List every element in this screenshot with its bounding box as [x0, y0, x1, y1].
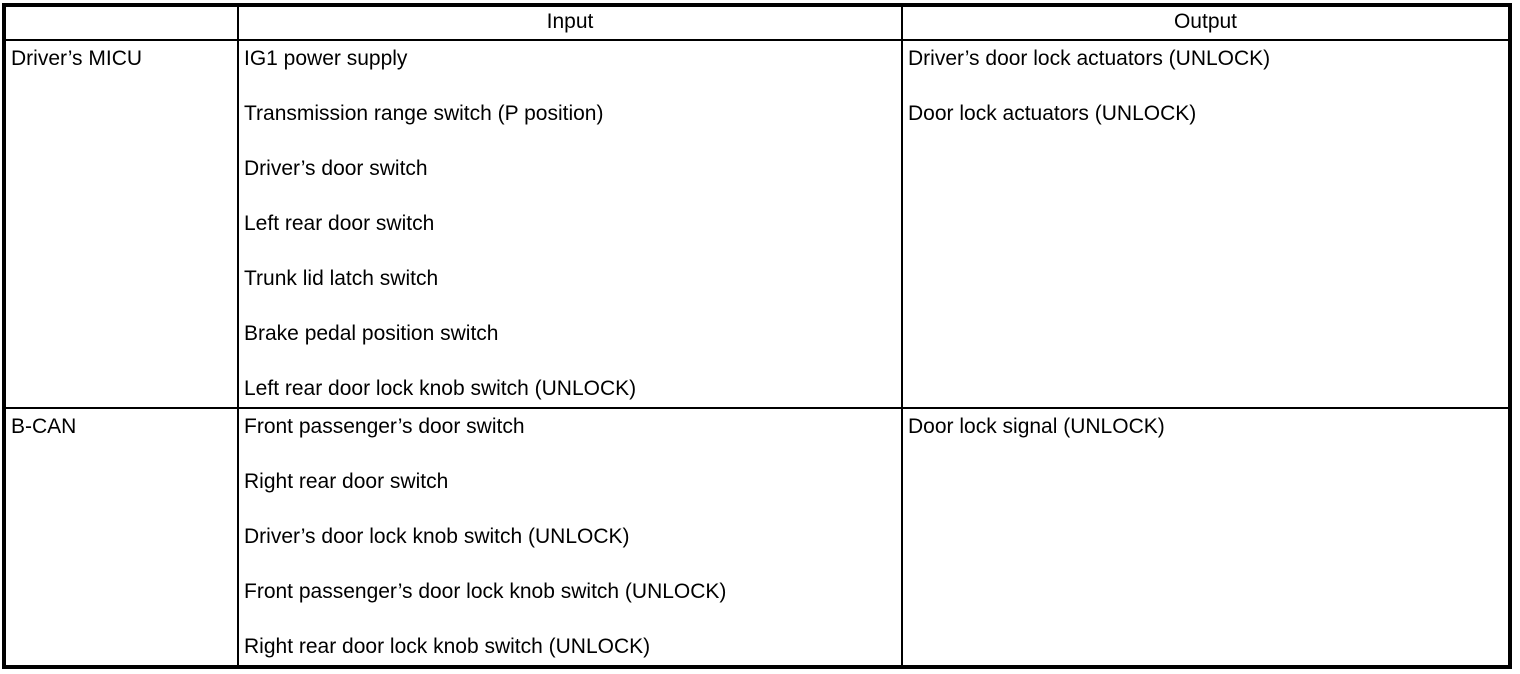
- input-item: Driver’s door switch: [244, 157, 428, 180]
- input-item: Right rear door switch: [244, 470, 449, 493]
- input-item: Brake pedal position switch: [244, 322, 499, 345]
- source-label: B-CAN: [11, 415, 77, 438]
- header-output-cell: Output: [901, 4, 1511, 41]
- input-item: Front passenger’s door lock knob switch …: [244, 580, 727, 603]
- input-item: Front passenger’s door switch: [244, 415, 525, 438]
- inputs-cell: IG1 power supply Transmission range swit…: [237, 39, 903, 409]
- output-item: Door lock actuators (UNLOCK): [908, 102, 1197, 125]
- input-item: Driver’s door lock knob switch (UNLOCK): [244, 525, 630, 548]
- output-item: Door lock signal (UNLOCK): [908, 415, 1165, 438]
- input-item: Trunk lid latch switch: [244, 267, 439, 290]
- input-item: Transmission range switch (P position): [244, 102, 604, 125]
- header-source-cell: [3, 4, 239, 41]
- input-output-table: Input Output Driver’s MICU IG1 power sup…: [2, 3, 1512, 669]
- table-row-drivers-micu: Driver’s MICU IG1 power supply Transmiss…: [3, 39, 1511, 409]
- source-cell: B-CAN: [3, 407, 239, 668]
- input-item: Left rear door switch: [244, 212, 435, 235]
- input-item: Right rear door lock knob switch (UNLOCK…: [244, 635, 651, 658]
- table-row-b-can: B-CAN Front passenger’s door switch Righ…: [3, 407, 1511, 668]
- input-item: Left rear door lock knob switch (UNLOCK): [244, 377, 637, 400]
- output-item: Driver’s door lock actuators (UNLOCK): [908, 47, 1271, 70]
- input-item: IG1 power supply: [244, 47, 408, 70]
- header-row: Input Output: [3, 4, 1511, 41]
- inputs-cell: Front passenger’s door switch Right rear…: [237, 407, 903, 668]
- outputs-cell: Driver’s door lock actuators (UNLOCK) Do…: [901, 39, 1511, 409]
- outputs-cell: Door lock signal (UNLOCK): [901, 407, 1511, 668]
- source-cell: Driver’s MICU: [3, 39, 239, 409]
- source-label: Driver’s MICU: [11, 47, 143, 70]
- header-input-cell: Input: [237, 4, 903, 41]
